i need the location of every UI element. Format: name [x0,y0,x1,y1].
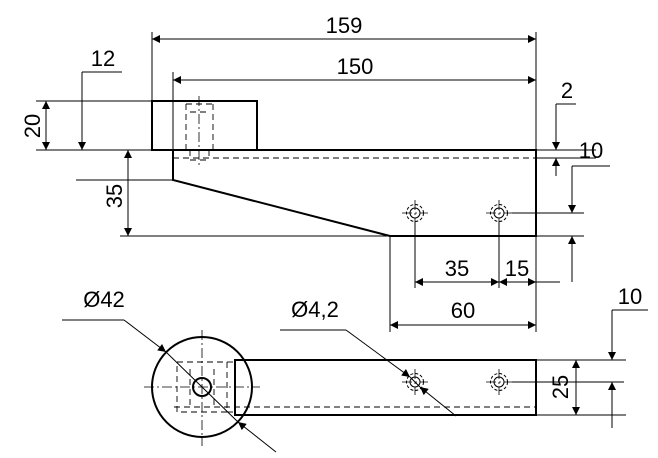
dim-159-label: 159 [326,13,363,38]
dim-diameter-4-2: Ø4,2 [280,297,457,417]
dim-20: 20 [20,100,173,151]
dim-10-plan: 10 [512,284,648,428]
front-view [151,96,537,237]
dim-159: 159 [151,13,537,150]
dim-60: 60 [390,298,536,329]
dim-2: 2 [536,78,596,176]
dim-150-label: 150 [337,54,374,79]
dim-12: 12 [78,46,122,150]
front-hole-left [402,200,428,226]
dim-35-vertical: 35 [76,150,390,237]
hidden-screw [185,96,214,168]
plan-hole-right [486,369,512,395]
dim-15: 15 [499,256,560,286]
dim-25-label: 25 [548,375,573,399]
plan-view [144,330,537,446]
dim-diameter-42: Ø42 [62,287,277,453]
dim-60-label: 60 [451,298,475,323]
dim-35-horizontal: 35 [415,256,499,286]
dim-150: 150 [172,54,536,150]
dim-hole-extensions [389,222,537,332]
dim-10-plan-label: 10 [618,284,642,309]
dim-25: 25 [536,359,626,416]
arm-body [172,149,537,237]
dim-35-horizontal-label: 35 [445,256,469,281]
dim-20-label: 20 [20,114,45,138]
dim-2-label: 2 [561,78,573,103]
plan-arm [234,359,537,416]
front-hole-right [486,200,512,226]
dim-diameter-4-2-label: Ø4,2 [291,297,339,322]
dim-12-label: 12 [91,46,115,71]
dim-diameter-42-label: Ø42 [83,287,125,312]
dim-10-right: 10 [512,138,610,282]
dim-10-right-label: 10 [579,138,603,163]
cap-block [151,100,258,151]
dim-15-label: 15 [505,256,529,281]
dim-35-vertical-label: 35 [102,184,127,208]
